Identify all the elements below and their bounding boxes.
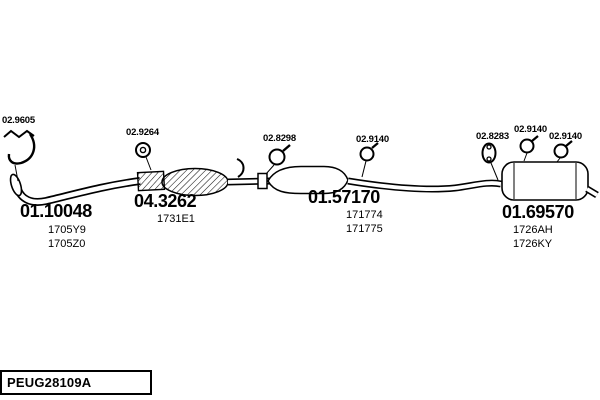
part-ref-171774: 171774 [346,209,383,221]
clamp-icon-02-9140-right2 [553,140,573,163]
part-number-02-9264: 02.9264 [126,127,159,138]
part-number-02-9140-mid: 02.9140 [356,134,389,145]
part-number-catalyst: 04.3262 [134,191,197,211]
part-number-02-8298: 02.8298 [263,133,296,144]
pipe-joint-collar [257,172,268,190]
part-number-rear-silencer: 01.69570 [502,202,574,222]
clamp-icon-02-9140-mid [359,142,379,178]
front-flange [9,173,23,197]
flex-coupling-shape [136,170,166,192]
part-number-centre-silencer: 01.57170 [308,187,380,207]
part-number-02-8283: 02.8283 [476,131,509,142]
centre-silencer-shape [267,165,349,195]
part-ref-1731E1: 1731E1 [157,213,195,225]
tail-pipe-shape [347,177,502,193]
clamp-icon-02-9140-right1 [519,135,539,162]
drawing-number-box: PEUG28109A [0,370,152,395]
part-number-front-pipe: 01.10048 [20,201,92,221]
front-pipe-shape [9,173,141,206]
ring-clamp-icon-02-9264 [135,142,152,171]
part-ref-1705Z0: 1705Z0 [48,238,86,250]
hanger-icon-02-9605 [3,129,36,182]
drawing-number: PEUG28109A [7,375,92,390]
part-ref-1726KY: 1726KY [513,238,553,250]
rear-silencer-shape [501,161,599,201]
part-ref-171775: 171775 [346,223,383,235]
clamp-icon-02-8298 [265,144,291,175]
part-number-02-9605: 02.9605 [2,115,35,126]
part-number-02-9140-r1: 02.9140 [514,124,547,135]
part-number-02-9140-r2: 02.9140 [549,131,582,142]
part-ref-1705Y9: 1705Y9 [48,224,86,236]
pipe-hook-bracket-icon [236,158,245,178]
hanger-icon-02-8283 [481,142,499,181]
part-ref-1726AH: 1726AH [513,224,553,236]
